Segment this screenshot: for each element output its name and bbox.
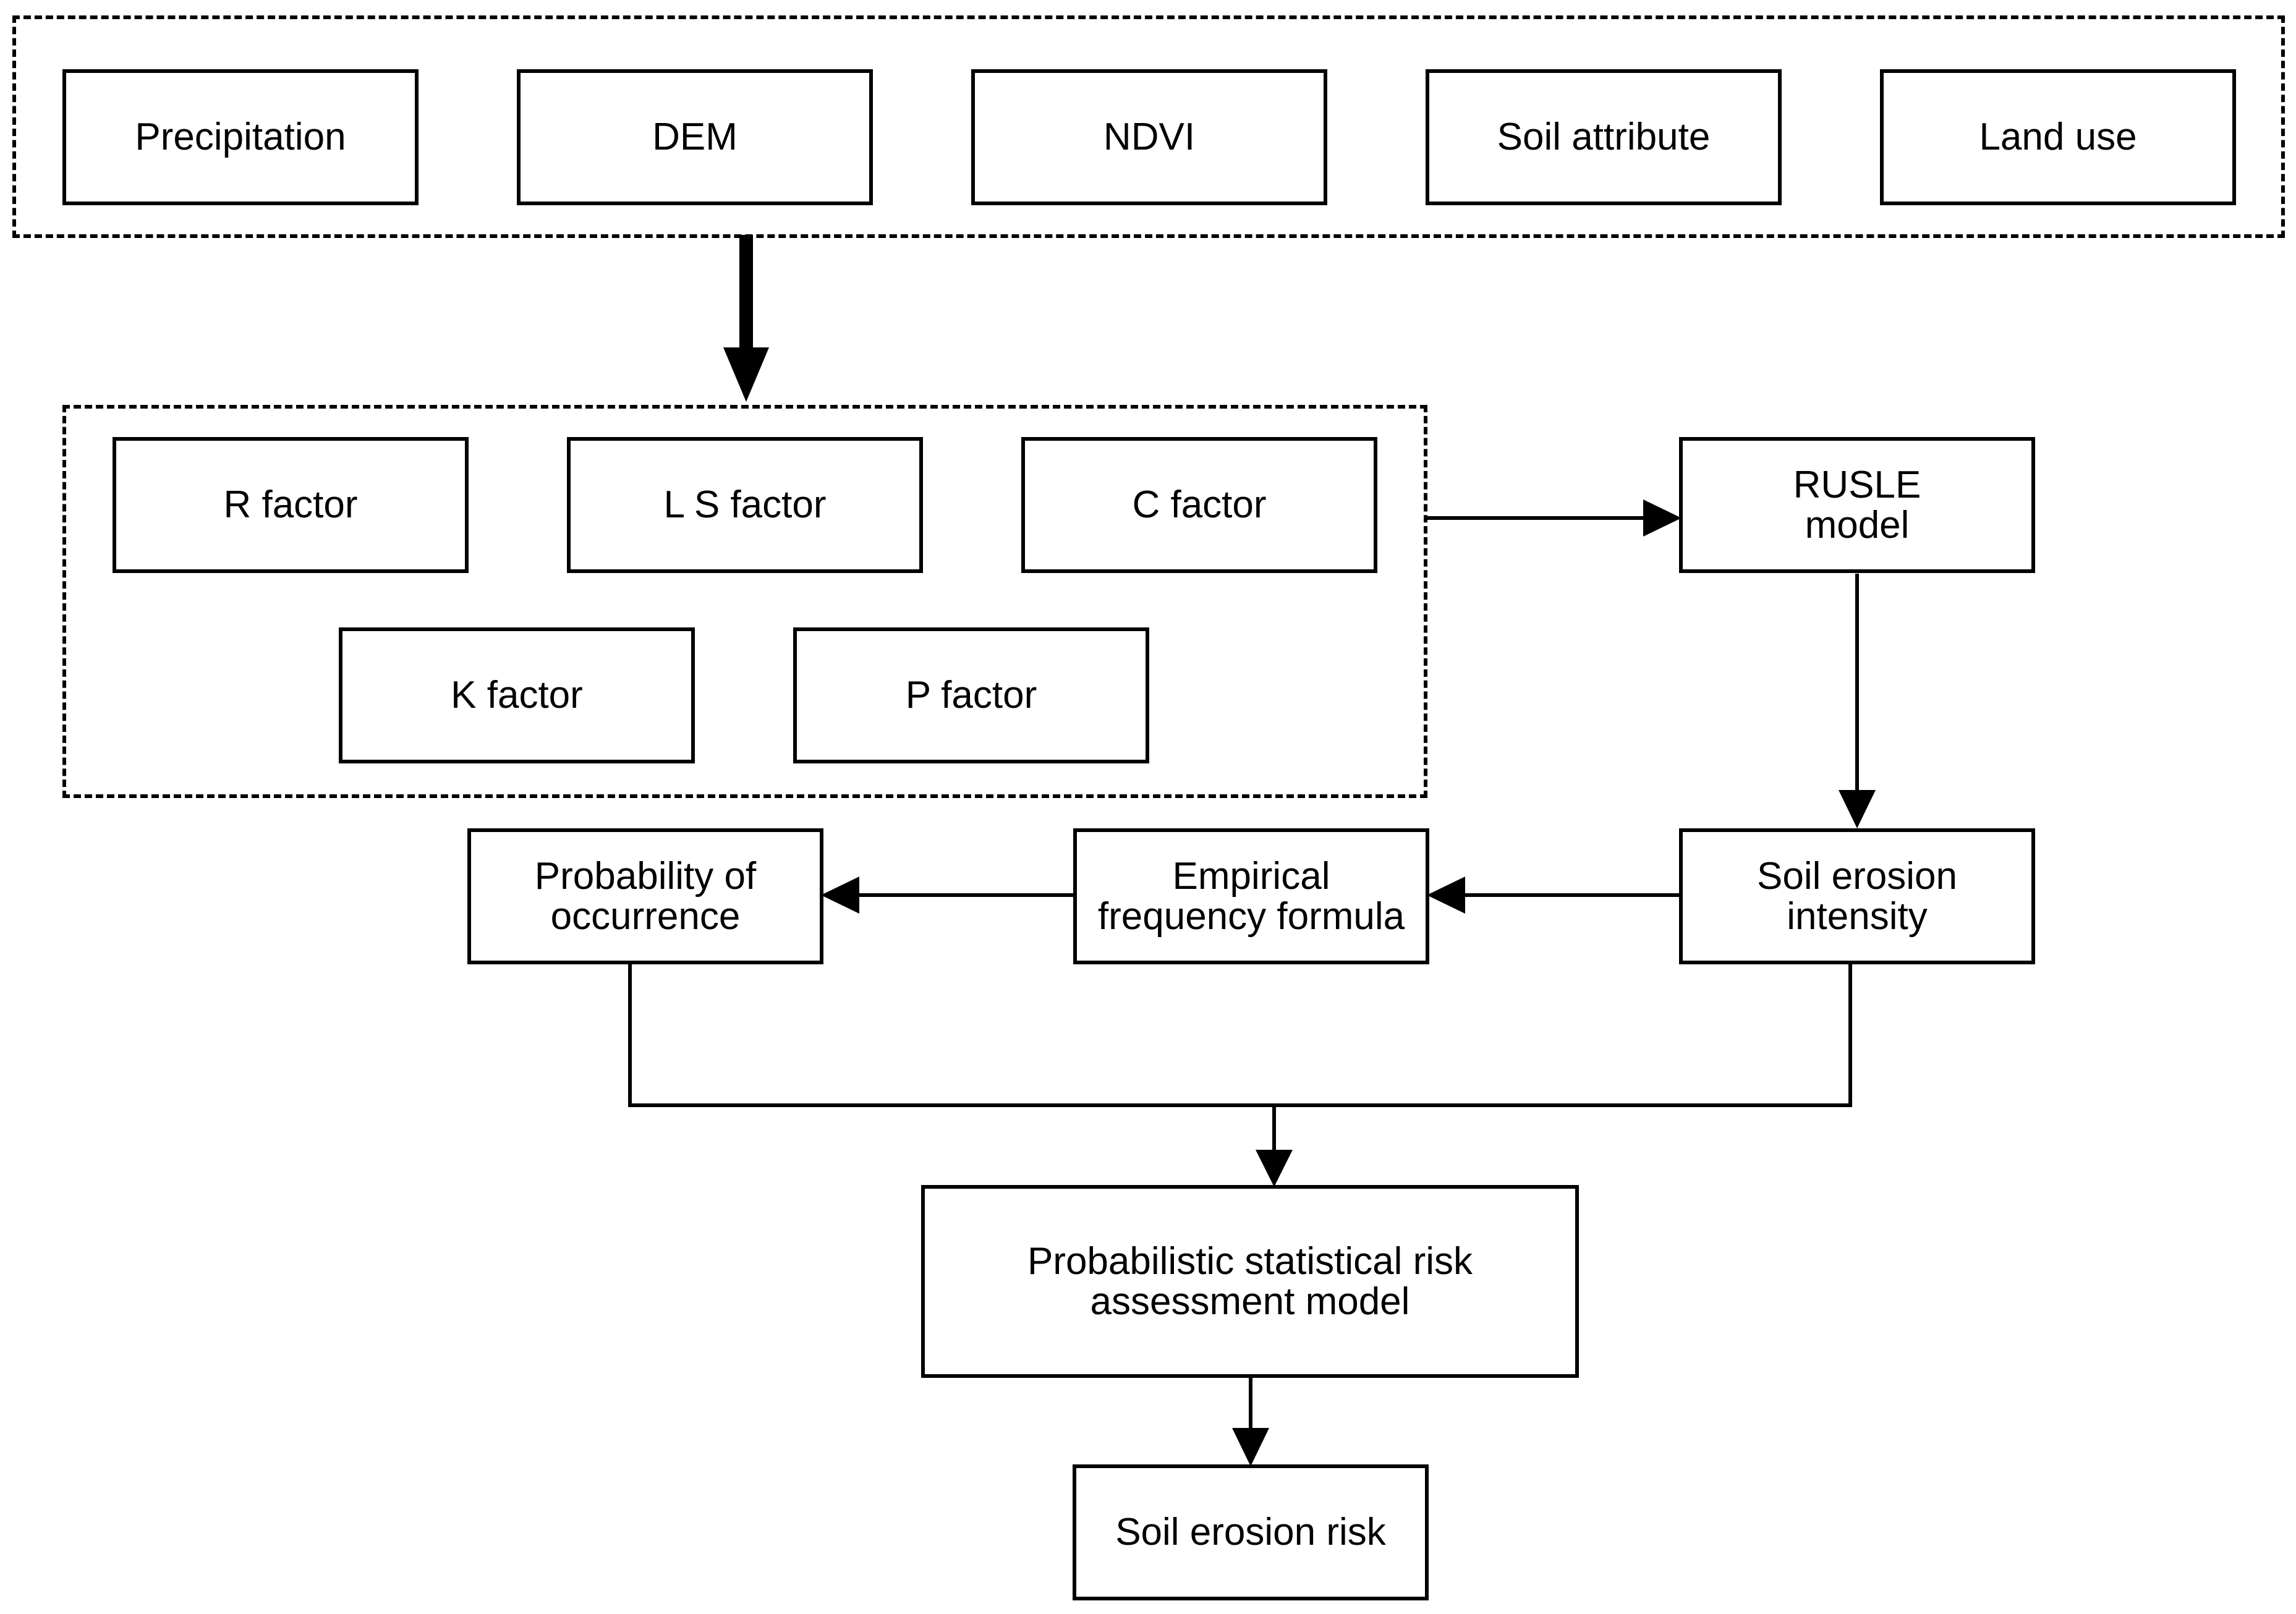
- factor-group: [62, 405, 1427, 798]
- risk-assessment-model-box: Probabilistic statistical risk assessmen…: [921, 1185, 1579, 1378]
- p-factor-box: P factor: [793, 627, 1149, 763]
- soil-erosion-intensity-box: Soil erosion intensity: [1679, 828, 2035, 964]
- rusle-model-box: RUSLE model: [1679, 437, 2035, 573]
- dem-box: DEM: [517, 69, 873, 205]
- r-factor-box: R factor: [113, 437, 469, 573]
- precipitation-box: Precipitation: [62, 69, 419, 205]
- empirical-frequency-box: Empirical frequency formula: [1073, 828, 1429, 964]
- arrow-factors-to-rusle: [1427, 499, 1682, 537]
- arrow-intensity-to-empirical: [1427, 877, 1680, 914]
- arrow-inputs-to-factors: [723, 235, 769, 402]
- soil-erosion-risk-box: Soil erosion risk: [1073, 1464, 1429, 1600]
- land-use-box: Land use: [1880, 69, 2236, 205]
- arrow-riskmodel-to-risk: [1232, 1376, 1269, 1466]
- k-factor-box: K factor: [339, 627, 695, 763]
- input-data-group: [12, 15, 2285, 238]
- arrow-empirical-to-probability: [821, 877, 1073, 914]
- ndvi-box: NDVI: [971, 69, 1327, 205]
- soil-attribute-box: Soil attribute: [1426, 69, 1782, 205]
- c-factor-box: C factor: [1021, 437, 1377, 573]
- arrow-rusle-to-intensity: [1839, 574, 1876, 828]
- ls-factor-box: L S factor: [567, 437, 923, 573]
- probability-occurrence-box: Probability of occurrence: [467, 828, 823, 964]
- connector-merge-to-risk-model: [628, 963, 1852, 1187]
